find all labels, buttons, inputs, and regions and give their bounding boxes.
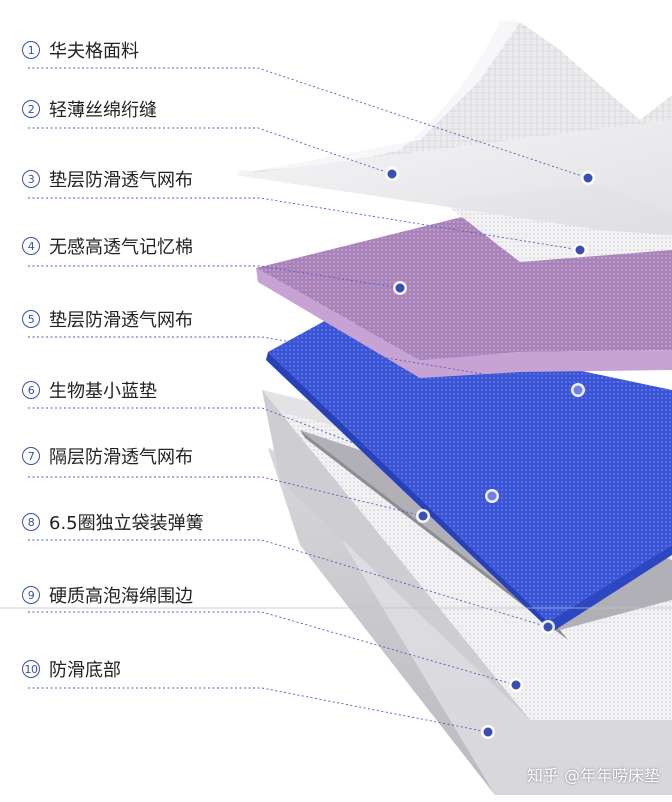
layer-number-badge: 6 (22, 381, 40, 399)
watermark: 知乎 @年年唠床垫 (526, 766, 660, 785)
layer-number-badge: 8 (22, 513, 40, 531)
layer-number-badge: 2 (22, 100, 40, 118)
layer-markers (385, 167, 595, 739)
layer-label-text: 垫层防滑透气网布 (49, 310, 193, 331)
layer-top-waffle-fabric (235, 20, 672, 235)
layer-number-badge: 9 (22, 586, 40, 604)
layer-label-2: 2 轻薄丝绵绗缝 (22, 97, 157, 121)
layer-label-text: 无感高透气记忆棉 (49, 237, 193, 258)
layer-label-text: 华夫格面料 (49, 41, 139, 62)
layer-label-1: 1 华夫格面料 (22, 38, 139, 62)
layer-label-8: 8 6.5圈独立袋装弹簧 (22, 510, 204, 534)
layer-number-badge: 7 (22, 447, 40, 465)
layer-number-badge: 5 (22, 310, 40, 328)
layer-label-text: 生物基小蓝垫 (49, 381, 157, 402)
layer-label-6: 6 生物基小蓝垫 (22, 378, 157, 402)
layer-label-4: 4 无感高透气记忆棉 (22, 234, 193, 258)
layer-label-text: 垫层防滑透气网布 (49, 170, 193, 191)
layer-label-text: 轻薄丝绵绗缝 (49, 100, 157, 121)
layer-label-7: 7 隔层防滑透气网布 (22, 444, 193, 468)
layer-label-10: 10 防滑底部 (22, 657, 121, 681)
layer-label-3: 3 垫层防滑透气网布 (22, 167, 193, 191)
layer-label-text: 防滑底部 (49, 660, 121, 681)
layer-number-badge: 10 (22, 660, 40, 678)
layer-label-text: 6.5圈独立袋装弹簧 (49, 513, 204, 534)
layer-blue-pad (266, 318, 672, 632)
layer-label-9: 9 硬质高泡海绵围边 (22, 583, 193, 607)
layer-label-text: 硬质高泡海绵围边 (49, 586, 193, 607)
layer-number-badge: 4 (22, 237, 40, 255)
layer-label-5: 5 垫层防滑透气网布 (22, 307, 193, 331)
layer-number-badge: 3 (22, 170, 40, 188)
layer-label-text: 隔层防滑透气网布 (49, 447, 193, 468)
layer-number-badge: 1 (22, 41, 40, 59)
leader-lines (28, 67, 589, 733)
